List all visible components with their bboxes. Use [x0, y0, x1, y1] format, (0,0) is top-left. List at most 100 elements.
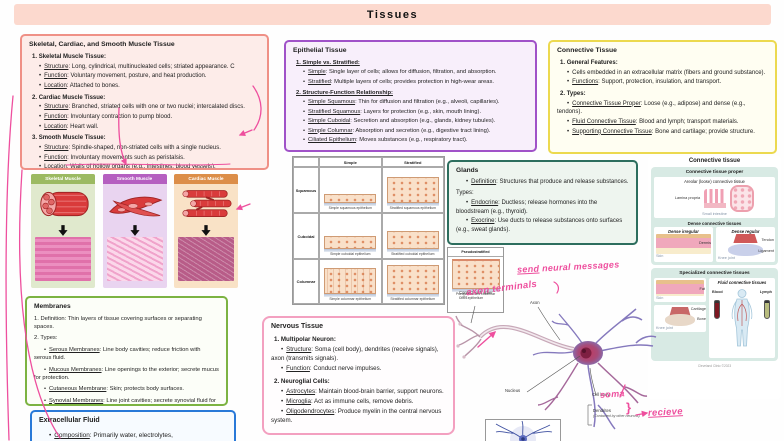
connective-title: Connective Tissue	[557, 47, 617, 54]
nervous-title: Nervous Tissue	[271, 323, 324, 330]
column-header: Stratified	[381, 157, 444, 167]
dense-irregular-card: Dense irregular Dermis Skin	[654, 227, 713, 262]
connective-tissue-diagram: Connective tissue Connective tissue prop…	[648, 156, 781, 399]
bullet: •Location: Walls of hollow organs (e.g.,…	[39, 164, 216, 170]
bullet: •Structure: Soma (cell body), dendrites …	[271, 346, 439, 363]
membranes-title: Membranes	[34, 303, 71, 310]
bullet: •Structure: Spindle-shaped, non-striated…	[39, 145, 221, 152]
connective-tissue-box: Connective Tissue 1. General Features: •…	[548, 40, 777, 154]
bullet: •Location: Heart wall.	[39, 123, 99, 130]
bullet: •Structure: Long, cylindrical, multinucl…	[39, 63, 235, 70]
row-header: Squamous	[293, 167, 319, 213]
bullet: •Oligodendrocytes: Produce myelin in the…	[271, 408, 442, 425]
extracellular-fluid-box: Extracellular Fluid •Composition: Primar…	[30, 410, 236, 441]
bullet: •Exocrine: Use ducts to release substanc…	[456, 218, 623, 233]
bullet: •Serous Membranes: Line body cavities; r…	[34, 346, 201, 362]
bullet: •Simple Cuboidal: Secretion and absorpti…	[303, 118, 496, 125]
bullet: •Cutaneous Membrane: Skin; protects body…	[44, 386, 185, 393]
skin-illustration	[656, 280, 704, 296]
lymph-tube-illustration	[764, 300, 770, 319]
bullet: •Stratified Squamous: Layers for protect…	[303, 108, 482, 115]
dermis-illustration	[656, 234, 711, 254]
bullet: •Cells embedded in an extracellular matr…	[567, 69, 766, 76]
epithelial-title: Epithelial Tissue	[293, 47, 347, 54]
nervous-section: 1. Multipolar Neuron: •Structure: Soma (…	[271, 336, 446, 374]
handwriting-brace: }	[626, 400, 632, 415]
fluid-connective-card: Fluid connective tissues Blood Lymph	[709, 278, 775, 358]
connective-proper-panel: Connective tissue proper Areolar (loose)…	[651, 167, 778, 265]
row-header: Columnar	[293, 259, 319, 304]
bullet: •Ciliated Epithelium: Moves substances (…	[303, 136, 468, 143]
astrocyte-inset-image	[485, 419, 561, 441]
bullet: •Fluid Connective Tissue: Blood and lymp…	[567, 118, 739, 125]
muscle-section-smooth: 3. Smooth Muscle Tissue: •Structure: Spi…	[29, 134, 260, 170]
bullet: •Function: Voluntary movement, posture, …	[39, 73, 207, 80]
bullet: •Endocrine: Ductless; release hormones i…	[456, 199, 598, 215]
handwriting-soma: soma	[599, 388, 626, 400]
table-cell: Simple cuboidal epithelium	[319, 213, 382, 259]
muscle-tissue-box: Skeletal, Cardiac, and Smooth Muscle Tis…	[20, 34, 269, 170]
lamina-propria-label: Lamina propria	[674, 196, 701, 201]
page-title: Tissues	[14, 4, 771, 25]
table-cell: Simple columnar epithelium	[319, 259, 382, 304]
membranes-box: Membranes 1. Definition: Thin layers of …	[25, 296, 228, 406]
table-cell: Stratified cuboidal epithelium	[381, 213, 444, 259]
skeletal-muscle-illustration	[34, 184, 92, 224]
blood-tube-illustration	[714, 300, 720, 319]
smooth-histology-image	[106, 237, 163, 281]
axon-label: Axon	[530, 300, 540, 305]
table-corner	[293, 157, 319, 167]
knee-joint-illustration	[656, 307, 704, 326]
nucleus-label: Nucleus	[505, 388, 521, 393]
bullet: •Supporting Connective Tissue: Bone and …	[567, 128, 755, 135]
bullet: •Simple Columnar: Absorption and secreti…	[303, 127, 491, 134]
specialized-skin-card: Fat Skin	[654, 278, 706, 302]
bullet: •Connective Tissue Proper: Loose (e.g., …	[557, 100, 746, 116]
glands-types-heading: Types:	[456, 190, 474, 197]
bullet: •Astrocytes: Maintain blood-brain barrie…	[281, 388, 444, 396]
bullet: •Functions: Support, protection, insulat…	[567, 79, 722, 86]
bullet: •Function: Involuntary movements such as…	[39, 154, 185, 161]
nervous-section: 2. Neuroglial Cells: •Astrocytes: Mainta…	[271, 378, 446, 426]
bullet: •Structure: Branched, striated cells wit…	[39, 104, 245, 111]
column-header: Pseudostratified	[448, 248, 503, 257]
villi-illustration	[704, 189, 727, 208]
bullet: •Definition: Structures that produce and…	[466, 178, 629, 185]
bullet: •Location: Attached to bones.	[39, 82, 120, 89]
muscle-image-panels: Skeletal Muscle Smooth Muscle	[31, 174, 238, 288]
specialized-knee-card: Cartilage Bone Knee joint	[654, 305, 706, 332]
skeletal-muscle-panel: Skeletal Muscle	[31, 174, 95, 288]
cardiac-muscle-panel: Cardiac Muscle	[174, 174, 238, 288]
column-header: Simple	[319, 157, 382, 167]
bullet: •Function: Conduct nerve impulses.	[281, 365, 382, 373]
smooth-muscle-illustration	[106, 184, 164, 224]
bullet: •Synovial Membranes: Line joint cavities…	[44, 397, 216, 404]
bullet: •Stratified: Multiple layers of cells; p…	[303, 78, 494, 85]
smooth-muscle-label: Smooth Muscle	[102, 174, 167, 184]
nervous-tissue-box: Nervous Tissue 1. Multipolar Neuron: •St…	[262, 316, 455, 435]
skeletal-histology-image	[35, 237, 91, 281]
epithelial-section: 1. Simple vs. Stratified: •Simple: Singl…	[293, 59, 528, 86]
bullet: •Microglia: Act as immune cells, remove …	[281, 398, 414, 406]
down-arrow-icon	[201, 225, 211, 236]
bullet: •Function: Involuntary contraction to pu…	[39, 113, 173, 120]
connective-section: 1. General Features: •Cells embedded in …	[557, 59, 768, 87]
muscle-section-skeletal: 1. Skeletal Muscle Tissue: •Structure: L…	[29, 53, 260, 91]
cardiac-muscle-label: Cardiac Muscle	[174, 174, 238, 184]
skeletal-muscle-label: Skeletal Muscle	[31, 174, 95, 184]
table-cell: Stratified squamous epithelium	[381, 167, 444, 213]
glands-title: Glands	[456, 167, 479, 174]
dense-regular-card: Dense regular Tendon Ligament Knee joint	[716, 227, 775, 262]
bullet: •Composition: Primarily water, electroly…	[49, 432, 173, 440]
handwriting-send-note: send neural messages	[516, 259, 620, 275]
body-silhouette-illustration	[731, 289, 753, 347]
neuron-illustration	[455, 305, 657, 430]
glands-box: Glands •Definition: Structures that prod…	[447, 160, 638, 245]
table-cell: Stratified columnar epithelium	[381, 259, 444, 304]
ecf-title: Extracellular Fluid	[39, 417, 100, 424]
cardiac-histology-image	[178, 237, 234, 281]
cell-body-label: Cell body	[592, 392, 610, 397]
knee-illustration	[718, 234, 773, 256]
contact-label: Contact with other cells	[459, 290, 493, 300]
